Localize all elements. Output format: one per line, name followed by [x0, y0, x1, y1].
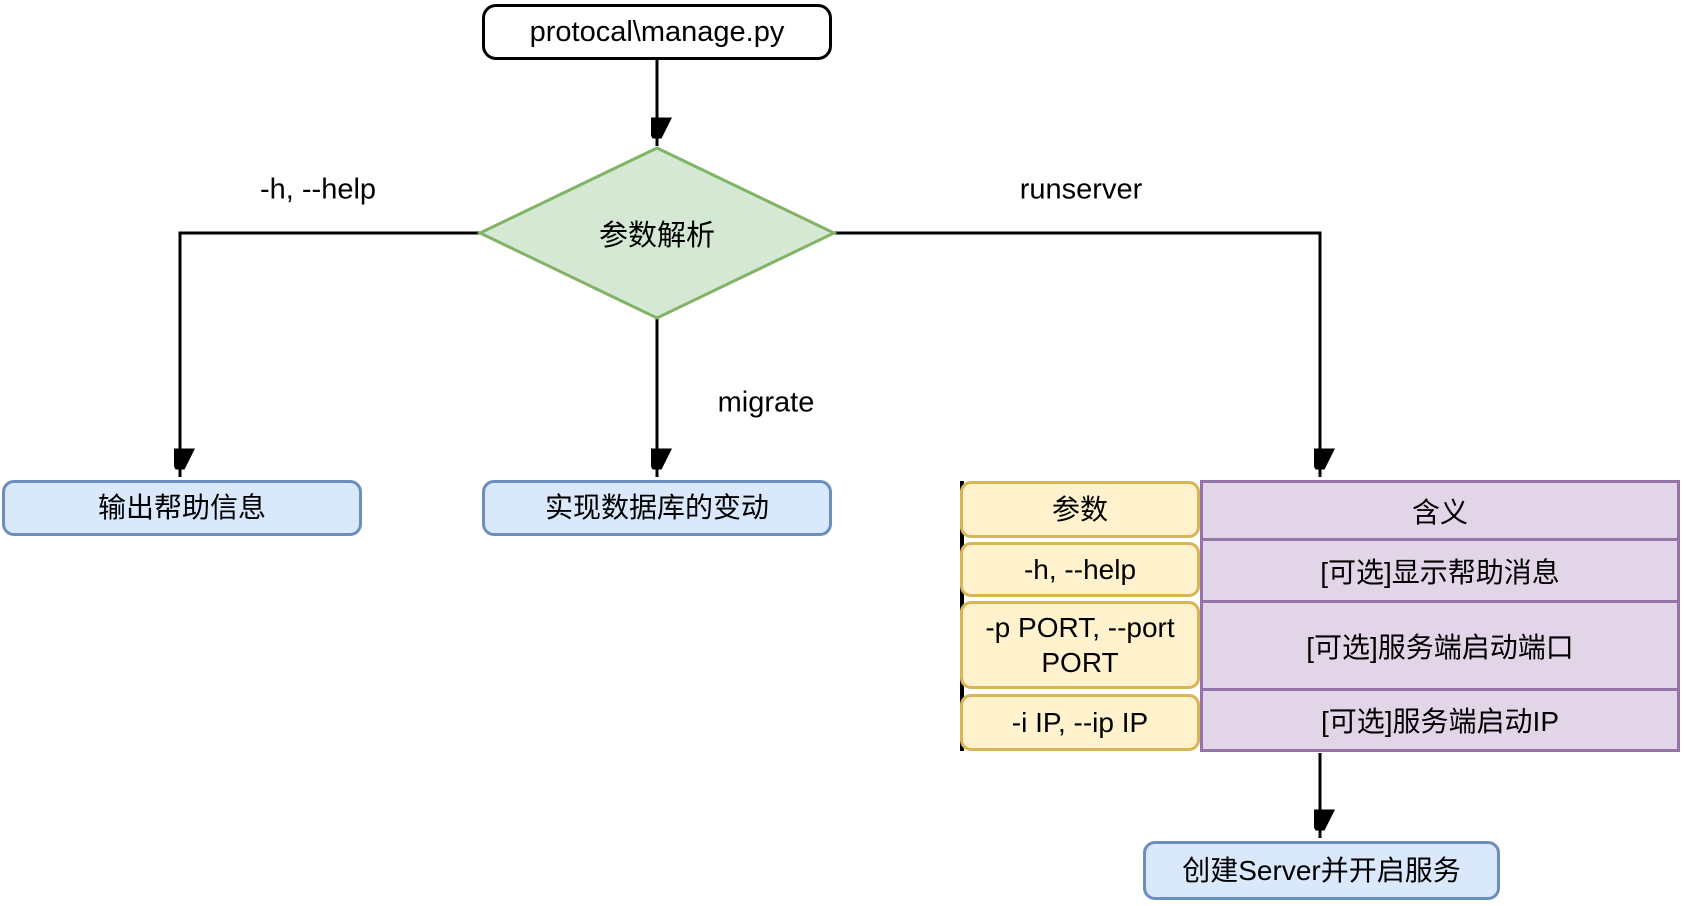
edge-decision-to-help — [180, 231, 480, 477]
param-cell: -i IP, --ip IP — [960, 694, 1200, 751]
node-create-server: 创建Server并开启服务 — [1143, 841, 1500, 900]
edge-label-runserver: runserver — [1013, 171, 1149, 209]
decision-diamond-shape — [476, 146, 838, 320]
edge-label-help: -h, --help — [253, 171, 383, 209]
param-cell: -h, --help — [960, 542, 1200, 597]
node-decision-label: 参数解析 — [598, 220, 716, 252]
meaning-header-cell: 含义 — [1411, 496, 1468, 528]
node-help-output: 输出帮助信息 — [2, 480, 362, 536]
param-cell: -p PORT, --port PORT — [960, 601, 1200, 689]
node-start: protocal\manage.py — [482, 4, 832, 60]
meaning-column: 含义 [可选]显示帮助消息 [可选]服务端启动端口 [可选]服务端启动IP — [1200, 480, 1680, 752]
meaning-cell: [可选]服务端启动IP — [1203, 688, 1677, 749]
node-create-server-label: 创建Server并开启服务 — [1182, 854, 1461, 886]
node-start-label: protocal\manage.py — [529, 15, 785, 48]
edge-label-migrate: migrate — [711, 384, 821, 422]
meaning-cell: [可选]显示帮助消息 — [1203, 538, 1677, 600]
node-help-output-label: 输出帮助信息 — [97, 492, 266, 524]
meaning-cell: [可选]服务端启动端口 — [1203, 600, 1677, 688]
node-migrate-result: 实现数据库的变动 — [482, 480, 832, 536]
runserver-params-table: 含义 [可选]显示帮助消息 [可选]服务端启动端口 [可选]服务端启动IP 参数… — [960, 480, 1680, 752]
edge-decision-to-runserver — [834, 231, 1320, 477]
param-header-cell: 参数 — [960, 481, 1200, 538]
node-migrate-result-label: 实现数据库的变动 — [544, 492, 769, 524]
